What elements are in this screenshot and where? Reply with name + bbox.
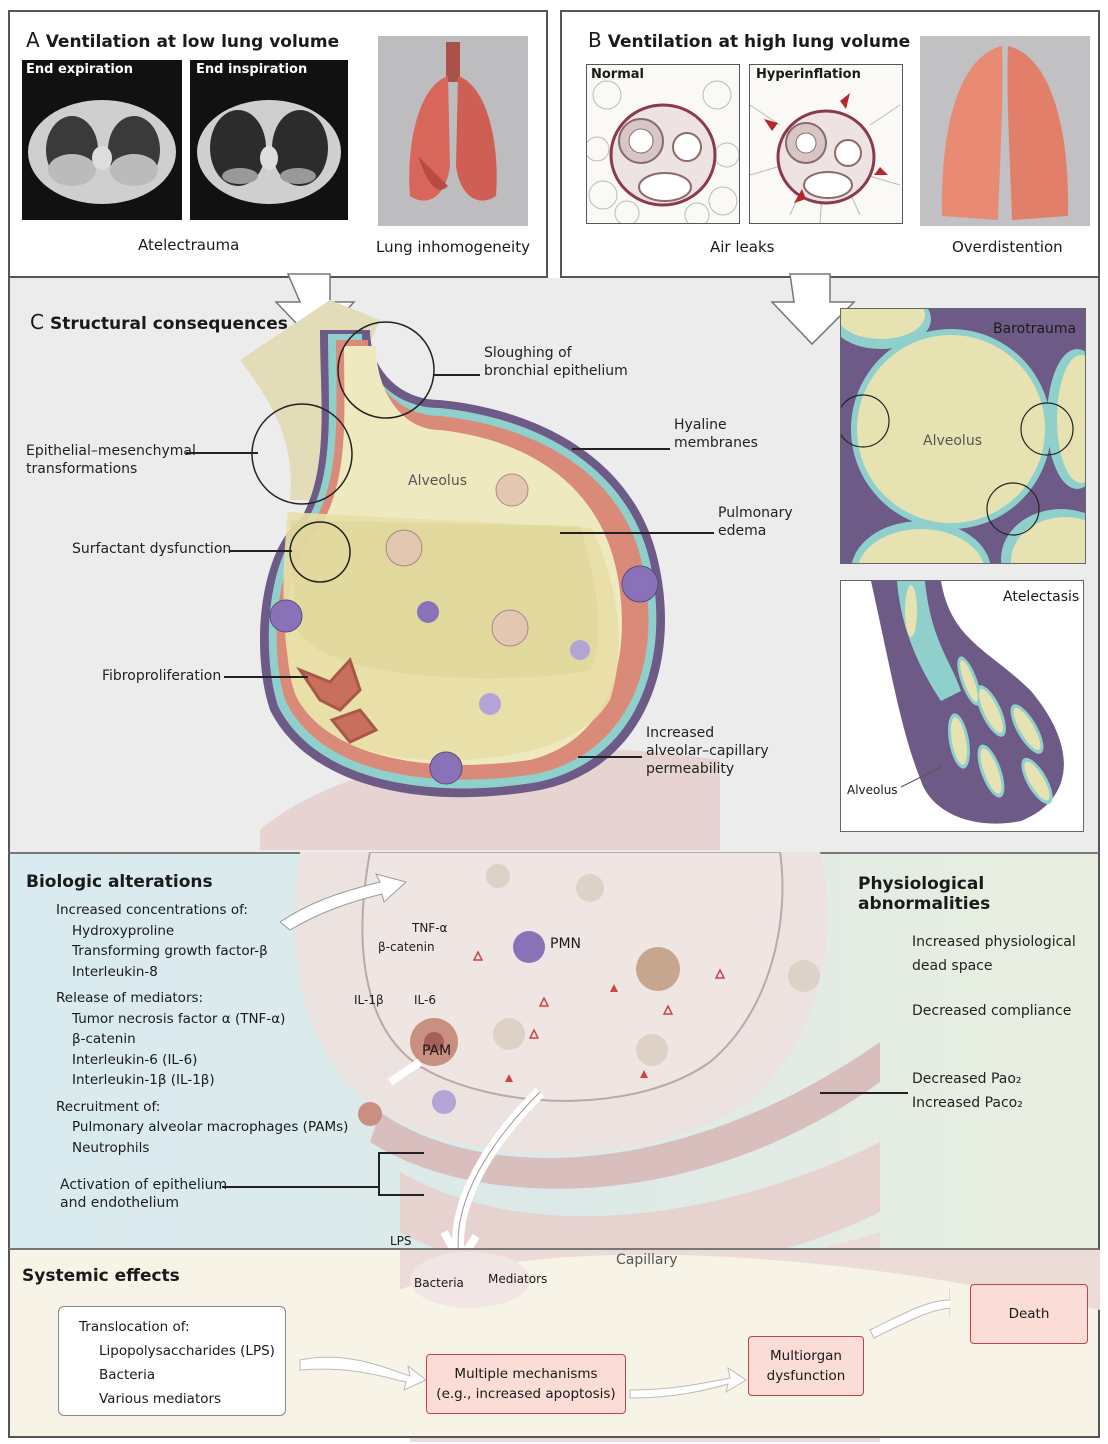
label-edema-line2: edema: [718, 522, 793, 540]
label-permeability-line3: permeability: [646, 760, 769, 778]
panel-b-header: B Ventilation at high lung volume: [588, 28, 910, 52]
multiorgan-box: Multiorgan dysfunction: [748, 1336, 864, 1396]
biologic-group-2-heading: Release of mediators:: [56, 988, 348, 1009]
leader-hyaline: [572, 448, 670, 450]
leader-edema: [560, 532, 714, 534]
label-permeability-line2: alveolar–capillary: [646, 742, 769, 760]
mechanisms-box: Multiple mechanisms (e.g., increased apo…: [426, 1354, 626, 1414]
translocation-item: Lipopolysaccharides (LPS): [79, 1339, 275, 1363]
caption-air-leaks: Air leaks: [710, 238, 774, 256]
biologic-item: Interleukin-1β (IL-1β): [56, 1070, 348, 1091]
bracket-activation: [378, 1152, 424, 1196]
caption-overdistention: Overdistention: [952, 238, 1063, 256]
label-sloughing-line2: bronchial epithelium: [484, 362, 628, 380]
lung-photo-overdistention: [920, 36, 1090, 226]
ct-scan-inspiration: End inspiration: [190, 60, 348, 220]
caption-lung-inhomogeneity: Lung inhomogeneity: [376, 238, 530, 256]
label-edema-line1: Pulmonary: [718, 504, 793, 522]
label-permeability-line1: Increased: [646, 724, 769, 742]
ct-scan-expiration: End expiration: [22, 60, 182, 220]
leader-physio: [820, 1092, 908, 1094]
physio-title: Physiological abnormalities: [858, 874, 1108, 914]
physio-dead-space-line2: dead space: [912, 954, 1076, 978]
leader-sloughing: [434, 374, 480, 376]
leader-surfactant: [230, 550, 292, 552]
death-label: Death: [1009, 1304, 1050, 1324]
legend-il1: IL-1β: [354, 993, 384, 1007]
panel-b-letter: B: [588, 28, 602, 52]
physio-paco2: Increased Paco₂: [912, 1094, 1023, 1112]
panel-b-title: Ventilation at high lung volume: [608, 32, 910, 52]
leader-permeability: [578, 756, 642, 758]
multiorgan-line2: dysfunction: [767, 1366, 846, 1386]
legend-il6: IL-6: [414, 993, 436, 1007]
label-emt-line1: Epithelial–mesenchymal: [26, 442, 196, 460]
translocation-item: Bacteria: [79, 1363, 275, 1387]
barotrauma-title: Barotrauma: [993, 321, 1076, 337]
translocation-box: Translocation of: Lipopolysaccharides (L…: [58, 1306, 286, 1416]
biologic-item: Hydroxyproline: [56, 921, 348, 942]
atelectasis-inset: Atelectasis Alveolus: [840, 580, 1084, 832]
biologic-group-1-heading: Increased concentrations of:: [56, 900, 348, 921]
physio-item-compliance: Decreased compliance: [912, 1002, 1071, 1020]
label-hyaline-line1: Hyaline: [674, 416, 758, 434]
multiorgan-line1: Multiorgan: [770, 1346, 842, 1366]
systemic-title: Systemic effects: [22, 1266, 180, 1286]
biologic-item: Transforming growth factor-β: [56, 941, 348, 962]
label-lps: LPS: [390, 1234, 412, 1248]
mechanisms-line2: (e.g., increased apoptosis): [436, 1384, 615, 1404]
label-sloughing-line1: Sloughing of: [484, 344, 628, 362]
barotrauma-alveolus: Alveolus: [923, 433, 982, 449]
mechanisms-line1: Multiple mechanisms: [454, 1364, 597, 1384]
legend-catenin: β-catenin: [378, 940, 435, 954]
label-fibro: Fibroproliferation: [102, 667, 221, 685]
physio-dead-space-line1: Increased physiological: [912, 930, 1076, 954]
biologic-title: Biologic alterations: [26, 872, 213, 892]
label-surfactant: Surfactant dysfunction: [72, 540, 231, 558]
label-activation: Activation of epithelium and endothelium: [60, 1176, 227, 1212]
label-emt: Epithelial–mesenchymal transformations: [26, 442, 196, 478]
label-pam: PAM: [422, 1043, 451, 1059]
panel-a-title: Ventilation at low lung volume: [46, 32, 339, 52]
panel-c-letter: C: [30, 310, 44, 334]
leader-emt: [186, 452, 258, 454]
label-sloughing: Sloughing of bronchial epithelium: [484, 344, 628, 380]
leader-activation: [222, 1186, 378, 1188]
label-permeability: Increased alveolar–capillary permeabilit…: [646, 724, 769, 778]
label-hyaline: Hyaline membranes: [674, 416, 758, 452]
physio-item-dead-space: Increased physiological dead space: [912, 930, 1076, 978]
label-edema: Pulmonary edema: [718, 504, 793, 540]
biologic-item: Interleukin-8: [56, 962, 348, 983]
barotrauma-inset: Barotrauma Alveolus: [840, 308, 1086, 564]
biologic-item: Pulmonary alveolar macrophages (PAMs): [56, 1117, 348, 1138]
biologic-group-3-heading: Recruitment of:: [56, 1097, 348, 1118]
biologic-item: β-catenin: [56, 1029, 348, 1050]
label-alveolus-main: Alveolus: [408, 472, 467, 490]
caption-atelectrauma: Atelectrauma: [138, 236, 239, 254]
label-activation-line2: and endothelium: [60, 1194, 227, 1212]
atelectasis-title: Atelectasis: [1003, 589, 1079, 605]
biologic-item: Neutrophils: [56, 1138, 348, 1159]
biologic-list: Increased concentrations of: Hydroxyprol…: [56, 900, 348, 1158]
physio-pao2: Decreased Pao₂: [912, 1070, 1022, 1088]
label-hyaline-line2: membranes: [674, 434, 758, 452]
legend-tnf: TNF-α: [412, 921, 447, 935]
biologic-item: Tumor necrosis factor α (TNF-α): [56, 1009, 348, 1030]
panel-a-header: A Ventilation at low lung volume: [26, 28, 339, 52]
leader-fibro: [224, 676, 308, 678]
translocation-item: Various mediators: [79, 1387, 275, 1411]
atelectasis-alveolus: Alveolus: [847, 783, 898, 797]
translocation-heading: Translocation of:: [79, 1315, 275, 1339]
translocation-list: Translocation of: Lipopolysaccharides (L…: [79, 1315, 275, 1411]
label-pmn: PMN: [550, 936, 581, 952]
panel-a-letter: A: [26, 28, 40, 52]
label-capillary: Capillary: [616, 1252, 678, 1268]
histology-normal: Normal: [586, 64, 740, 224]
label-emt-line2: transformations: [26, 460, 196, 478]
lung-photo-inhomogeneity: [378, 36, 528, 226]
biologic-item: Interleukin-6 (IL-6): [56, 1050, 348, 1071]
death-box: Death: [970, 1284, 1088, 1344]
histology-hyperinflation: Hyperinflation: [749, 64, 903, 224]
label-activation-line1: Activation of epithelium: [60, 1176, 227, 1194]
